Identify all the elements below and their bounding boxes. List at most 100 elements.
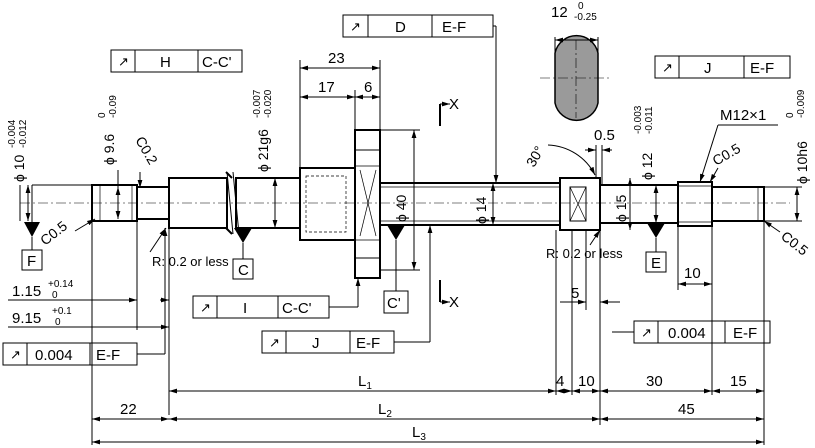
frame-right-datum: E-F <box>733 325 757 342</box>
dim-c05-left: C0.5 <box>37 217 70 248</box>
dim-d21-lower: -0.020 <box>263 89 274 118</box>
frame-top-h: ↗ H C-C' <box>110 49 243 73</box>
frame-mid-i-symbol: ↗ <box>200 300 211 315</box>
frame-top-h-symbol: ↗ <box>118 54 129 69</box>
frame-top-d-datum: E-F <box>442 19 466 36</box>
section-x-bottom: X <box>449 294 459 311</box>
datum-c-prime-label: C' <box>387 295 401 312</box>
dim-d96-upper: 0 <box>97 112 108 118</box>
dim-c05-right: C0.5 <box>778 228 811 259</box>
frame-top-j: ↗ J E-F <box>654 55 791 79</box>
dim-6: 6 <box>364 79 372 96</box>
dim-10-thread: 10 <box>684 265 701 282</box>
dim-d21: ϕ 21g6 <box>255 129 271 172</box>
dim-l2: L2 <box>378 401 392 420</box>
frame-right-value: 0.004 <box>668 325 706 342</box>
frame-mid-i-datum: C-C' <box>282 300 312 317</box>
frame-right-symbol: ↗ <box>641 325 652 340</box>
frame-mid-j: ↗ J E-F <box>261 225 433 354</box>
frame-left-value: 0.004 <box>35 347 73 364</box>
nut-body <box>299 167 356 241</box>
bearing-seat-a <box>168 177 228 229</box>
dim-c02: C0.2 <box>132 134 161 168</box>
frame-mid-i-ref: I <box>243 300 247 317</box>
cross-section-view <box>540 34 612 122</box>
dim-10-bottom: 10 <box>578 373 595 390</box>
dim-23: 23 <box>328 50 345 67</box>
frame-top-j-ref: J <box>704 60 712 77</box>
dim-115-upper: +0.14 <box>48 279 74 290</box>
dim-115-lower: 0 <box>52 290 58 301</box>
bearing-seat-right <box>599 184 679 224</box>
dim-05: 0.5 <box>594 127 615 144</box>
section-marker-bottom: X <box>439 280 459 311</box>
journal-right <box>711 186 765 222</box>
dim-4: 4 <box>556 373 564 390</box>
shaft-outline <box>91 129 765 279</box>
dim-d12-upper: -0.003 <box>633 105 644 134</box>
dim-15: 15 <box>730 373 747 390</box>
frame-top-d-symbol: ↗ <box>350 19 361 34</box>
dim-d10-lower: -0.012 <box>18 119 29 148</box>
datum-c: C <box>232 228 254 280</box>
frame-top-j-datum: E-F <box>750 60 774 77</box>
frame-top-h-ref: H <box>160 54 171 71</box>
datum-c-label: C <box>238 262 249 279</box>
datum-e: E <box>645 223 667 273</box>
dim-d10: ϕ 10 <box>11 154 27 182</box>
section-marker-top: X <box>439 96 459 126</box>
frame-top-d: ↗ D E-F <box>342 14 499 183</box>
section-x-top: X <box>449 96 459 113</box>
frame-mid-i: ↗ I C-C' <box>192 278 361 319</box>
frame-top-d-ref: D <box>395 19 406 36</box>
frame-mid-j-datum: E-F <box>356 335 380 352</box>
dim-d14: ϕ 14 <box>473 196 489 224</box>
dim-angle: 30° <box>523 143 547 169</box>
dim-d96-lower: -0.09 <box>108 95 119 118</box>
dim-30: 30 <box>646 373 663 390</box>
dim-d10h6-upper: 0 <box>785 112 796 118</box>
datum-e-label: E <box>651 255 661 272</box>
dim-45: 45 <box>678 401 695 418</box>
dim-c05-upper: C0.5 <box>710 140 744 169</box>
frame-left-datum: E-F <box>96 347 120 364</box>
dim-22: 22 <box>120 401 137 418</box>
dim-d12-lower: -0.011 <box>644 106 655 134</box>
dim-d15: ϕ 15 <box>613 194 629 222</box>
frame-mid-j-symbol: ↗ <box>269 335 280 350</box>
dim-17: 17 <box>318 79 335 96</box>
frame-left-runout: ↗ 0.004 E-F <box>2 228 168 366</box>
datum-c-prime: C' <box>383 225 409 314</box>
dim-d10-upper: -0.004 <box>7 119 18 148</box>
dim-d21-upper: -0.007 <box>252 89 263 118</box>
frame-top-j-symbol: ↗ <box>662 60 673 75</box>
dim-thread: M12×1 <box>720 107 766 124</box>
dim-915: 9.15 <box>12 310 41 327</box>
dim-915-lower: 0 <box>55 317 61 328</box>
frame-left-symbol: ↗ <box>10 347 21 362</box>
thread-section <box>677 181 713 227</box>
dim-d96: ϕ 9.6 <box>101 134 117 165</box>
dim-d40: ϕ 40 <box>393 194 409 222</box>
dim-915-upper: +0.1 <box>52 306 72 317</box>
frame-right-runout: ↗ 0.004 E-F <box>612 320 771 344</box>
dim-d10h6: ϕ 10h6 <box>794 141 810 184</box>
shoulder-block <box>559 177 601 231</box>
datum-f: F <box>21 184 92 271</box>
dim-5: 5 <box>571 285 579 302</box>
dim-115: 1.15 <box>12 283 41 300</box>
section-tol-lower: -0.25 <box>574 12 597 23</box>
section-tol-upper: 0 <box>578 1 584 12</box>
frame-mid-j-ref: J <box>312 335 320 352</box>
dim-l1: L1 <box>358 373 372 392</box>
frame-top-h-datum: C-C' <box>202 54 232 71</box>
note-r-left: R: 0.2 or less <box>152 254 229 269</box>
datum-f-label: F <box>27 253 36 270</box>
dim-l3: L3 <box>412 424 426 443</box>
section-width-label: 12 <box>551 4 568 21</box>
dim-d12: ϕ 12 <box>639 152 655 180</box>
dim-d10h6-lower: -0.009 <box>796 89 807 118</box>
note-r-right: R: 0.2 or less <box>546 246 623 261</box>
